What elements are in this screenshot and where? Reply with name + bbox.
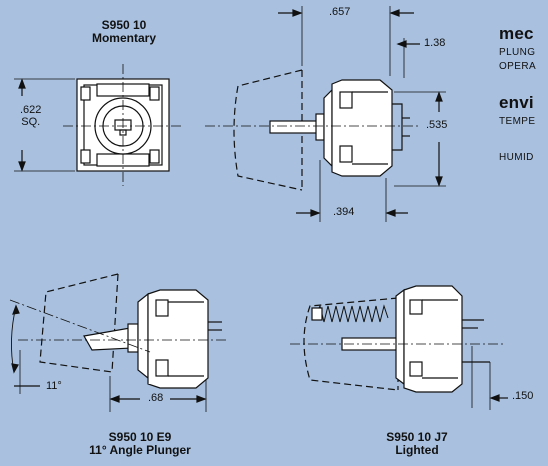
dim-535: .535 bbox=[426, 119, 448, 131]
spec-operating: OPERA bbox=[499, 61, 537, 72]
dim-150: .150 bbox=[512, 390, 534, 402]
dim-622: .622 SQ. bbox=[20, 104, 41, 128]
environmental-heading: envi bbox=[499, 93, 534, 112]
dim-622-value: .622 bbox=[20, 104, 42, 116]
spec-panel: mec PLUNG OPERA envi TEMPE HUMID bbox=[499, 24, 548, 163]
spec-temperature: TEMPE bbox=[499, 116, 536, 127]
lighted-model: S950 10 J7 bbox=[386, 430, 448, 444]
momentary-model: S950 10 bbox=[101, 18, 147, 32]
spec-humidity: HUMID bbox=[499, 152, 534, 163]
dim-68: .68 bbox=[148, 392, 164, 404]
dim-394: .394 bbox=[333, 206, 355, 218]
angle-plunger-drawing bbox=[9, 273, 228, 412]
lighted-type: Lighted bbox=[395, 442, 439, 457]
spec-plunger: PLUNG bbox=[499, 47, 536, 58]
lighted-title: S950 10 J7 Lighted bbox=[352, 431, 482, 456]
dim-11-degree: 11° bbox=[46, 380, 62, 392]
dim-622-unit: SQ. bbox=[21, 116, 41, 129]
lighted-drawing bbox=[290, 285, 508, 410]
front-view-drawing bbox=[14, 64, 183, 186]
angle-plunger-type: 11° Angle Plunger bbox=[89, 442, 191, 457]
momentary-title: S950 10 Momentary bbox=[64, 19, 184, 44]
dim-657: .657 bbox=[329, 6, 351, 18]
mechanical-heading: mec bbox=[499, 24, 534, 43]
momentary-type: Momentary bbox=[91, 30, 156, 45]
dim-138: 1.38 bbox=[424, 37, 446, 49]
angle-plunger-title: S950 10 E9 11° Angle Plunger bbox=[50, 431, 230, 456]
side-view-drawing bbox=[205, 6, 446, 222]
angle-plunger-model: S950 10 E9 bbox=[108, 430, 172, 444]
